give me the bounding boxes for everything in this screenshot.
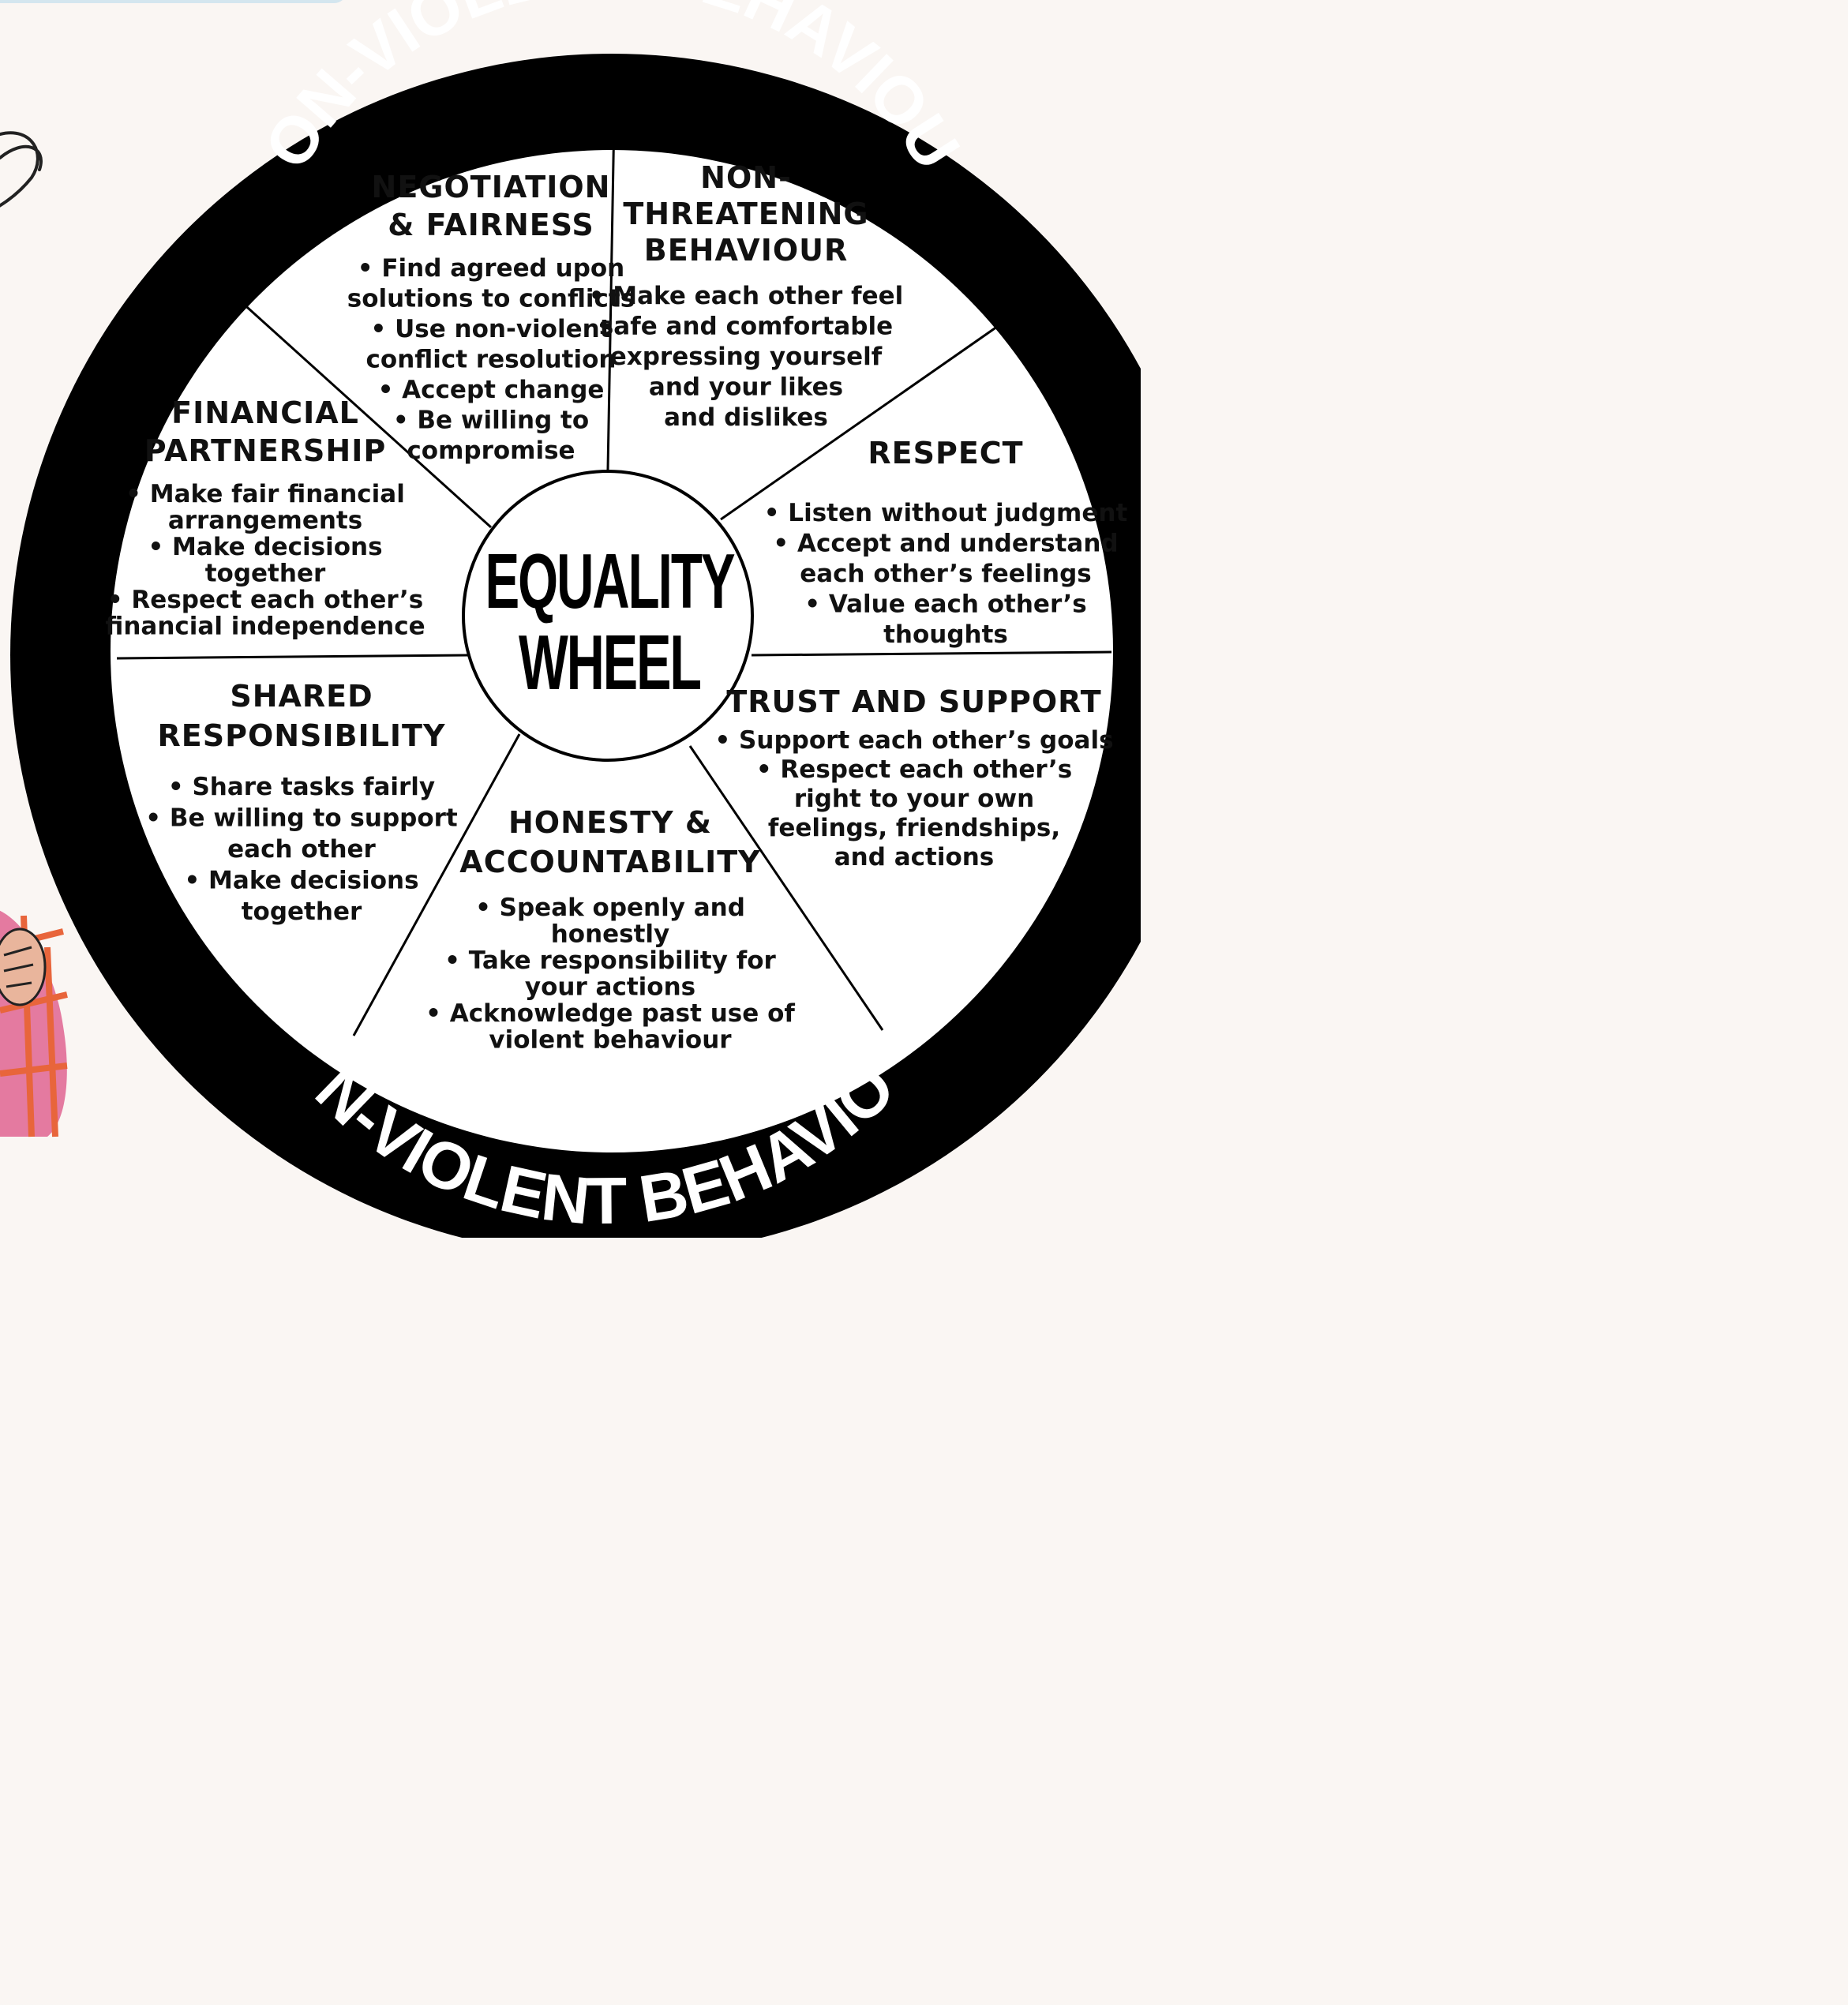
segment-item-line: each other bbox=[227, 835, 376, 864]
segment-honesty: HONESTY & ACCOUNTABILITY • Speak openly an… bbox=[425, 805, 795, 1055]
segment-item-line: expressing yourself bbox=[610, 343, 883, 371]
segment-title-line: HONESTY & bbox=[508, 805, 712, 840]
segment-item-line: together bbox=[205, 560, 326, 588]
segment-item-line: together bbox=[242, 898, 362, 926]
wheel-segments: NEGOTIATION& FAIRNESS• Find agreed upons… bbox=[105, 160, 1127, 1055]
segment-item-line: • Be willing to bbox=[393, 407, 589, 435]
segment-item-line: feelings, friendships, bbox=[768, 814, 1060, 842]
segment-item-line: compromise bbox=[407, 437, 575, 465]
segment-item-line: arrangements bbox=[168, 507, 362, 535]
segment-item-line: • Make fair financial bbox=[126, 480, 405, 508]
segment-title-line: BEHAVIOUR bbox=[644, 233, 849, 268]
center-title-line1: EQUALITY bbox=[485, 538, 735, 624]
segment-item-line: violent behaviour bbox=[489, 1026, 732, 1055]
segment-title-line: RESPONSIBILITY bbox=[158, 718, 446, 753]
center-title-line2: WHEEL bbox=[519, 619, 700, 706]
equality-wheel-diagram: NON-VIOLENT BEHAVIOUR NON-VIOLENT BEHAVI… bbox=[0, 0, 1141, 1238]
segment-item-line: solutions to conflicts bbox=[347, 285, 635, 313]
segment-item-line: • Support each other’s goals bbox=[714, 726, 1113, 755]
swirl-doodle bbox=[0, 131, 43, 208]
segment-item-line: • Use non-violent bbox=[370, 315, 611, 343]
segment-title-line: TRUST AND SUPPORT bbox=[726, 684, 1101, 719]
segment-respect: RESPECT • Listen without judgment • Accept… bbox=[764, 436, 1128, 649]
segment-trust: TRUST AND SUPPORT • Support each other’s … bbox=[714, 684, 1113, 871]
segment-item-line: honestly bbox=[551, 920, 670, 949]
segment-negotiation: NEGOTIATION & FAIRNESS • Find agreed upons… bbox=[347, 170, 635, 465]
segment-item-line: safe and comfortable bbox=[599, 313, 893, 341]
segment-item-line: • Accept change bbox=[378, 376, 605, 404]
segment-item-line: • Listen without judgment bbox=[764, 499, 1128, 527]
person-illustration bbox=[0, 910, 68, 1137]
segment-item-line: and your likes bbox=[649, 373, 843, 402]
segment-item-line: • Speak openly and bbox=[475, 894, 745, 922]
segment-item-line: • Find agreed upon bbox=[358, 254, 625, 283]
segment-item-line: • Respect each other’s bbox=[756, 755, 1072, 784]
segment-item-line: • Respect each other’s bbox=[107, 586, 423, 614]
segment-item-line: financial independence bbox=[105, 613, 425, 641]
center-hub bbox=[462, 470, 754, 762]
segment-shared: SHARED RESPONSIBILITY • Share tasks fairly… bbox=[145, 679, 458, 926]
segment-item-line: • Take responsibility for bbox=[444, 946, 776, 975]
segment-title-line: RESPECT bbox=[868, 436, 1023, 470]
segment-item-line: and dislikes bbox=[664, 403, 828, 432]
segment-item-line: • Accept and understand bbox=[773, 530, 1118, 558]
segment-item-line: • Make decisions bbox=[148, 533, 382, 561]
segment-item-line: and actions bbox=[834, 843, 995, 871]
segment-item-line: • Share tasks fairly bbox=[168, 773, 435, 801]
wheel-spokes bbox=[116, 116, 1112, 1036]
segment-item-line: each other’s feelings bbox=[800, 560, 1092, 588]
segment-title-line: NON- bbox=[700, 160, 792, 195]
segment-item-line: • Make each other feel bbox=[589, 282, 904, 310]
segment-title-line: THREATENING bbox=[623, 197, 868, 231]
segment-item-line: • Value each other’s bbox=[804, 590, 1087, 619]
segment-title-line: SHARED bbox=[230, 679, 373, 714]
segment-item-line: • Be willing to support bbox=[145, 804, 458, 833]
segment-title-line: ACCOUNTABILITY bbox=[459, 845, 760, 879]
segment-title-line: NEGOTIATION bbox=[372, 170, 611, 204]
segment-item-line: • Acknowledge past use of bbox=[425, 999, 795, 1028]
segment-item-line: right to your own bbox=[794, 785, 1034, 813]
segment-item-line: thoughts bbox=[883, 620, 1008, 649]
segment-item-line: your actions bbox=[525, 973, 695, 1002]
segment-item-line: • Make decisions bbox=[184, 867, 418, 895]
top-pill-decoration bbox=[0, 0, 343, 3]
segment-title-line: PARTNERSHIP bbox=[144, 433, 386, 468]
segment-title-line: FINANCIAL bbox=[171, 395, 359, 430]
segment-title-line: & FAIRNESS bbox=[388, 208, 594, 242]
segment-item-line: conflict resolution bbox=[366, 346, 617, 374]
